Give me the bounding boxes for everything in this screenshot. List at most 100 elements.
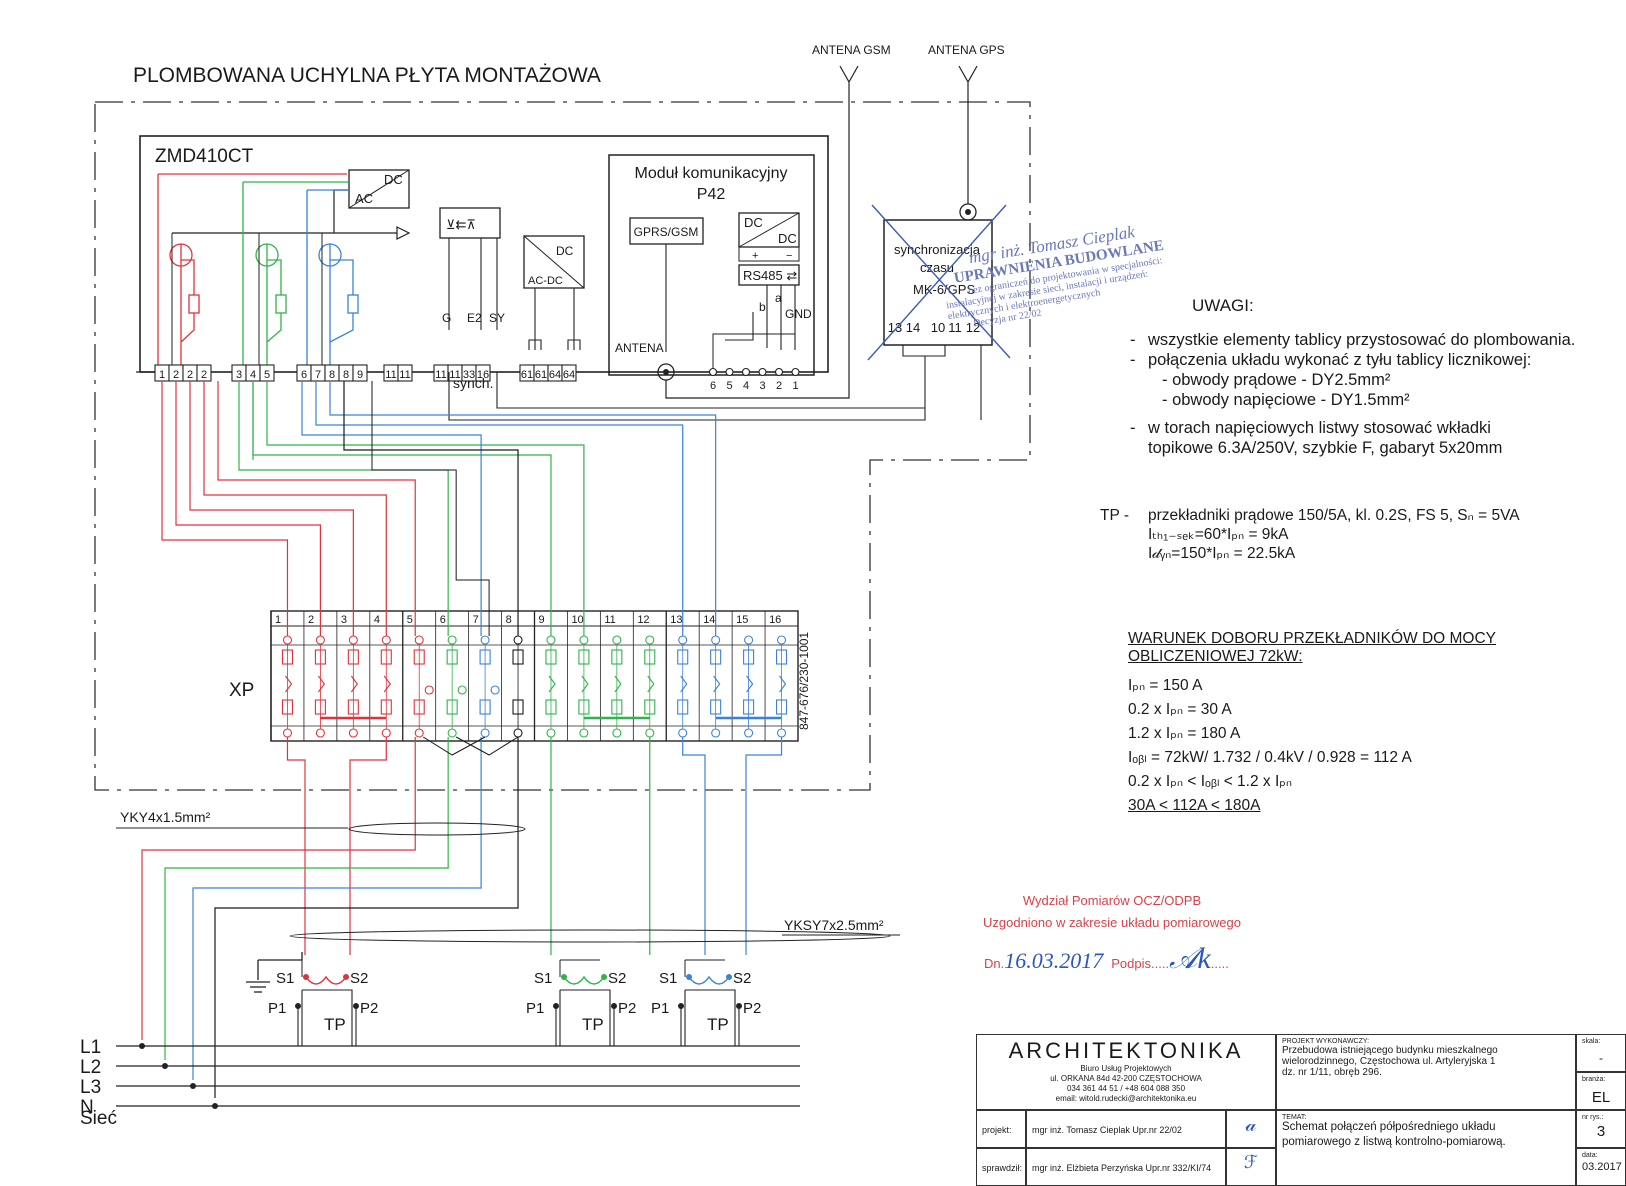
checker-signature-icon: ℱ [1226, 1148, 1276, 1186]
cable-yky-label: YKY4x1.5mm² [120, 809, 211, 825]
strip-switch-icon [779, 675, 787, 693]
ct-s2-dot [343, 974, 349, 980]
rs485-label: RS485 ⇄ [743, 268, 797, 283]
module-pin [758, 367, 767, 377]
network-junction [139, 1043, 145, 1049]
tp-note-l1: przekładniki prądowe 150/5A, kl. 0.2S, F… [1148, 507, 1520, 524]
module-pin [708, 367, 718, 377]
meter-terminal-number: 11 [435, 369, 446, 381]
wire [141, 737, 416, 1040]
firm-line-1: Biuro Usług Projektowych [1080, 1064, 1172, 1073]
ct-s2-dot [726, 974, 732, 980]
strip-cell-number: 1 [275, 614, 281, 626]
strip-cell-number: 7 [473, 614, 479, 626]
meter-terminal-number: 4 [250, 369, 256, 381]
board-title: PLOMBOWANA UCHYLNA PŁYTA MONTAŻOWA [133, 64, 601, 87]
comm-module-title: Moduł komunikacyjny [635, 165, 788, 182]
meter-phase-l2-sensor [242, 181, 349, 372]
ct-tp-label: TP [582, 1015, 604, 1034]
trade-value: EL [1591, 1089, 1611, 1106]
strip-top-terminal [546, 635, 556, 645]
date-label: data: [1582, 1152, 1598, 1159]
scale-value: - [1599, 1051, 1603, 1065]
wire [301, 381, 482, 636]
antenna-gsm-label: ANTENA GSM [812, 43, 891, 57]
strip-switch-icon [383, 675, 391, 693]
ct-s2-label: S2 [350, 970, 368, 987]
strip-top-terminal [348, 635, 358, 645]
meter-terminal-number: 8 [329, 369, 335, 381]
strip-switch-icon [285, 675, 293, 693]
strip-top-terminal [282, 635, 293, 645]
acdc-dc-label: DC [556, 244, 574, 258]
module-pin-number: 3 [759, 380, 765, 392]
strip-top-terminal [744, 635, 754, 645]
meter-phase-l1-sensor [157, 173, 347, 372]
ct-coil-icon [688, 975, 730, 985]
cond-l2: 0.2 x Iₚₙ = 30 A [1128, 701, 1232, 718]
wire [252, 381, 552, 636]
strip-switch-icon [746, 675, 754, 693]
cond-l4: Iₒᵦₗ = 72kW/ 1.732 / 0.4kV / 0.928 = 112… [1128, 749, 1412, 766]
strip-bottom-terminal [513, 728, 523, 738]
ct-p2-label: P2 [743, 1000, 761, 1017]
meter-terminal-number: 11 [399, 369, 410, 381]
note-3b: topikowe 6.3A/250V, szybkie F, gabaryt 5… [1148, 439, 1503, 457]
topic-line-1: Schemat połączeń półpośredniego układu [1282, 1121, 1496, 1133]
cross-out-line-1 [871, 204, 1011, 359]
strip-top-terminal [776, 635, 787, 645]
strip-bottom-terminal [381, 728, 391, 738]
firm-logo: ARCHITEKTONIKA [1008, 1038, 1244, 1063]
strip-bottom-terminal [612, 728, 622, 738]
module-pin [774, 367, 784, 377]
svg-text:+: + [752, 250, 758, 262]
network-line-label-l1: L1 [80, 1037, 101, 1058]
strip-switch-icon [548, 675, 556, 693]
approval-date: 16.03.2017 [1004, 948, 1104, 973]
strip-top-terminal [579, 635, 589, 645]
gps-sync-box [883, 219, 993, 346]
note-3a: w torach napięciowych listwy stosować wk… [1148, 419, 1491, 437]
cable-yksy-label: YKSY7x2.5mm² [784, 917, 884, 933]
ct-s1-dot [561, 974, 567, 980]
project-line-2: wielorodzinnego, Częstochowa ul. Artyler… [1282, 1056, 1496, 1067]
psu-ac-label: AC [355, 191, 373, 206]
approval-signature-icon: 𝒜k [1169, 942, 1211, 975]
meter-terminal-number: 2 [187, 369, 193, 381]
strip-switch-icon [350, 675, 359, 693]
project-line-3: dz. nr 1/11, obręb 296. [1282, 1067, 1382, 1078]
strip-top-terminal [678, 635, 688, 645]
strip-switch-icon [581, 675, 589, 693]
strip-top-terminal [447, 635, 457, 645]
meter-terminal [475, 364, 491, 382]
strip-top-terminal [711, 635, 721, 645]
module-pin-number: 2 [776, 380, 782, 392]
svg-text:−: − [786, 250, 792, 262]
ct-s2-label: S2 [733, 970, 751, 987]
ct-p1-label: P1 [268, 1000, 286, 1017]
strip-test-icon [457, 685, 467, 695]
approval-l1: Wydział Pomiarów OCZ/ODPB [1022, 893, 1202, 908]
strip-cell-number: 6 [440, 614, 446, 626]
ct-s2-dot [601, 974, 607, 980]
tp-note-l2: Iₜₕ₁₋ₛₑₖ=60*Iₚₙ = 9kA [1148, 526, 1289, 543]
topic-head: TEMAT: [1282, 1114, 1307, 1121]
ct-tp-label: TP [707, 1015, 729, 1034]
approval-stamp: Wydział Pomiarów OCZ/ODPB Uzgodniono w z… [982, 890, 1242, 975]
module-pin-number: 6 [710, 380, 716, 392]
meter-terminal-number: 64 [549, 369, 561, 381]
strip-top-terminal [381, 635, 391, 645]
wire [164, 737, 449, 1060]
strip-bottom-terminal [348, 728, 358, 738]
strip-bottom-terminal [282, 728, 293, 738]
meter-terminal-number: 2 [173, 369, 179, 381]
wire [192, 737, 482, 1080]
strip-switch-icon [317, 675, 326, 693]
strip-cell-number: 4 [374, 614, 380, 626]
cond-l3: 1.2 x Iₚₙ = 180 A [1128, 725, 1241, 742]
rs485-pin-b: b [759, 300, 766, 314]
meter-phase-l3-sensor [306, 189, 359, 372]
strip-switch-icon [680, 675, 688, 693]
wire [422, 736, 519, 756]
